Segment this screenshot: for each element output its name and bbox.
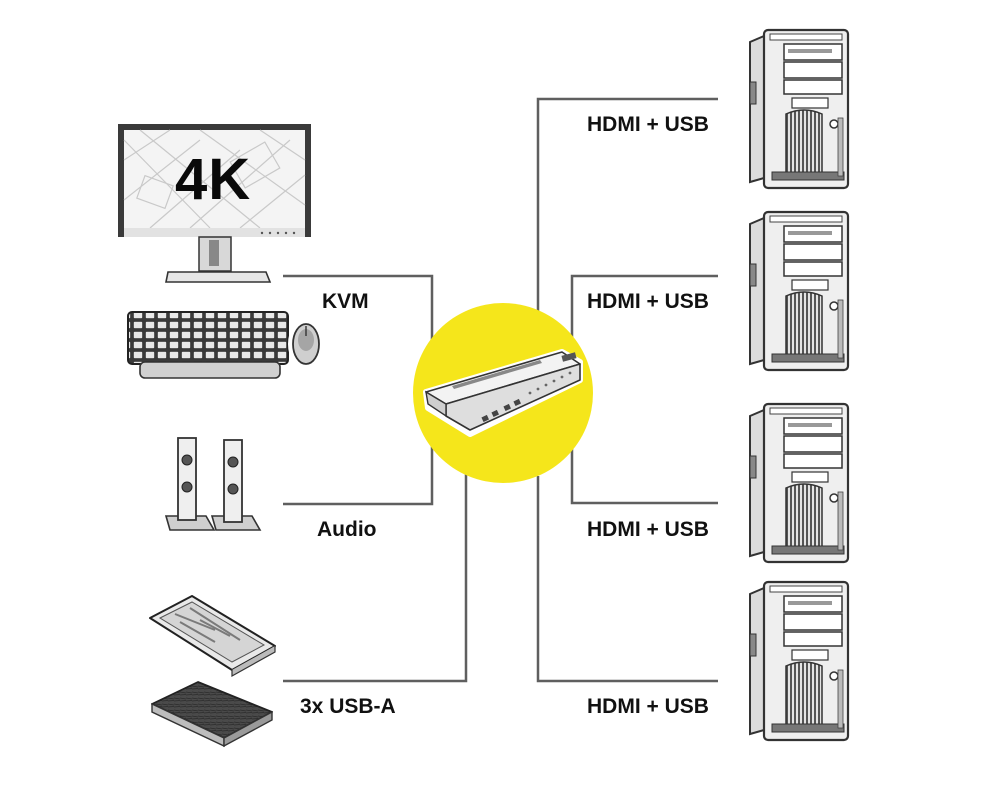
kvm-switch-hub — [413, 303, 593, 483]
monitor-resolution-label: 4K — [175, 147, 252, 212]
pc-tower-3 — [750, 396, 848, 564]
keyboard — [124, 308, 292, 382]
pc-tower-4 — [750, 574, 848, 742]
speakers — [164, 437, 262, 531]
mouse — [288, 319, 324, 369]
cable-lines — [283, 97, 718, 683]
label-pc-2: HDMI + USB — [587, 290, 709, 313]
smartphone — [145, 591, 280, 678]
label-pc-1: HDMI + USB — [587, 113, 709, 136]
external-drive — [147, 677, 277, 748]
cable-audio — [283, 442, 434, 506]
cable-pc-3 — [570, 440, 718, 505]
label-pc-4: HDMI + USB — [587, 695, 709, 718]
cable-pc-2 — [570, 274, 718, 348]
label-pc-3: HDMI + USB — [587, 518, 709, 541]
cable-pc-1 — [536, 97, 718, 312]
cable-pc-4 — [536, 476, 718, 683]
pc-tower-1 — [750, 22, 848, 190]
cable-usb — [283, 472, 468, 683]
label-kvm: KVM — [322, 290, 369, 313]
kvm-switch-device — [423, 349, 583, 437]
label-usb: 3x USB-A — [300, 695, 396, 718]
cable-kvm — [283, 274, 434, 352]
monitor-4k — [113, 119, 316, 283]
pc-tower-2 — [750, 204, 848, 372]
label-audio: Audio — [317, 518, 377, 541]
